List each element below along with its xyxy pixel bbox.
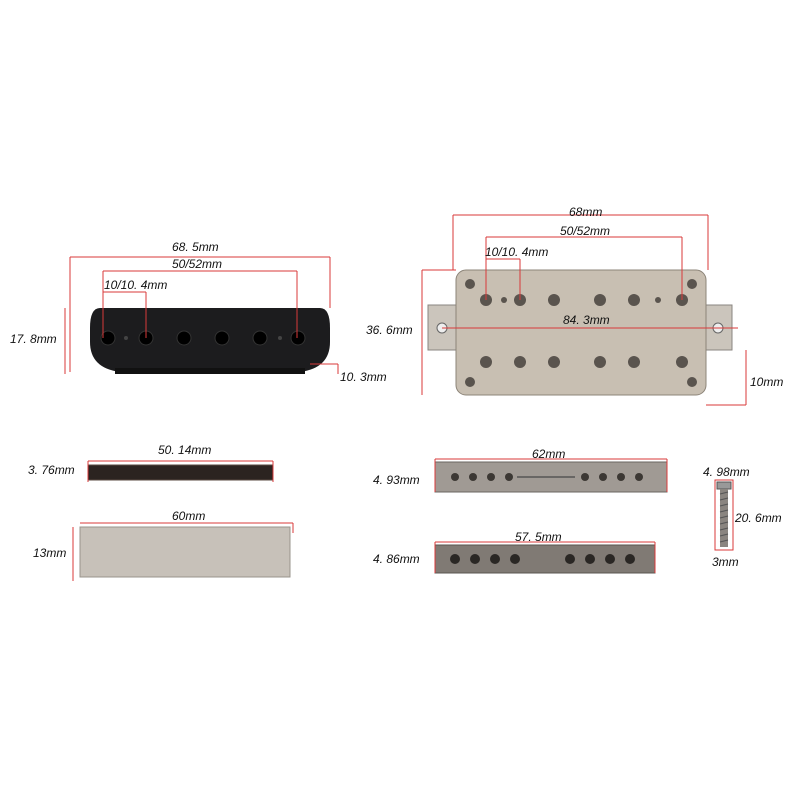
cover-width-label: 68mm <box>569 205 603 219</box>
keeper-b-holes <box>450 554 635 564</box>
magnet-length-label: 50. 14mm <box>158 443 212 457</box>
keeper-b-length-label: 57. 5mm <box>515 530 562 544</box>
cover-height-label: 36. 6mm <box>366 323 413 337</box>
cover-plate <box>455 269 707 396</box>
magnet-bar <box>87 464 274 481</box>
bobbin-small-hole <box>124 336 128 340</box>
bobbin-body <box>90 308 330 372</box>
screw-length-label: 20. 6mm <box>735 511 782 525</box>
bobbin-pole-gap-label: 10/10. 4mm <box>104 278 168 292</box>
cover-pole-spacing-label: 50/52mm <box>560 224 611 238</box>
bobbin-pole-hole <box>214 330 230 346</box>
screw-thread <box>719 491 729 543</box>
baseplate-graphic <box>72 522 294 581</box>
bobbin-pole-hole <box>252 330 268 346</box>
cover-corner-hole <box>465 279 475 289</box>
bobbin-pole-hole <box>176 330 192 346</box>
cover-corner-hole <box>687 279 697 289</box>
keeper-a-height-label: 4. 93mm <box>373 473 420 487</box>
keeper-b-height-label: 4. 86mm <box>373 552 420 566</box>
keeper-b-bar <box>434 544 656 574</box>
cover-bottom-row <box>480 356 688 368</box>
magnet-thickness-label: 3. 76mm <box>28 463 75 477</box>
screw-head-label: 4. 98mm <box>703 465 750 479</box>
bobbin-pole-hole <box>290 330 306 346</box>
bobbin-small-hole <box>278 336 282 340</box>
cover-corner-hole <box>465 377 475 387</box>
cover-corner-hole <box>687 377 697 387</box>
screw-shaft <box>720 489 728 547</box>
bobbin-height-label: 17. 8mm <box>10 332 57 346</box>
baseplate-height-label: 13mm <box>33 546 67 560</box>
keeper-a-holes <box>451 473 643 481</box>
bobbin-pole-hole <box>100 330 116 346</box>
baseplate-length-label: 60mm <box>172 509 206 523</box>
baseplate-body <box>79 526 291 578</box>
cover-graphic <box>421 214 747 406</box>
bobbin-pole-spacing-label: 50/52mm <box>172 257 223 271</box>
keeper-a-length-label: 62mm <box>532 447 566 461</box>
cover-mount-span-label: 84. 3mm <box>563 313 610 327</box>
magnet-graphic <box>87 460 274 482</box>
bobbin-bottom-edge <box>115 368 305 374</box>
bobbin-width-label: 68. 5mm <box>172 240 219 254</box>
cover-thickness-label: 10mm <box>750 375 784 389</box>
bobbin-graphic <box>64 256 339 374</box>
keeper-b-graphic <box>434 541 656 574</box>
bobbin-thickness-label: 10. 3mm <box>340 370 387 384</box>
keeper-a-graphic <box>434 458 668 493</box>
screw-head <box>716 481 732 490</box>
screw-graphic <box>714 479 734 551</box>
cover-pole-gap-label: 10/10. 4mm <box>485 245 549 259</box>
screw-diameter-label: 3mm <box>712 555 739 569</box>
dim-line <box>714 479 734 551</box>
